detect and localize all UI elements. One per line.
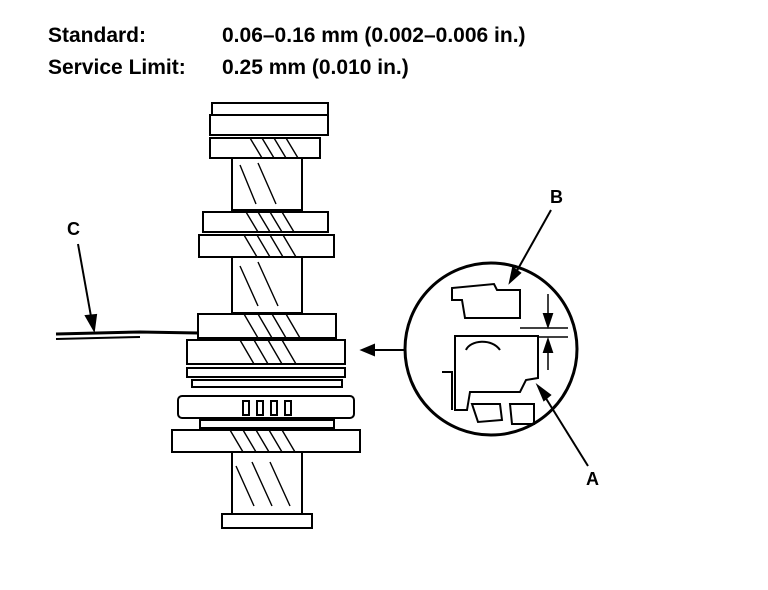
shaft-upper-journal bbox=[231, 157, 303, 211]
callout-c-leader bbox=[77, 243, 93, 323]
shaft-gear-3 bbox=[197, 313, 337, 339]
callout-a-label: A bbox=[586, 469, 599, 489]
standard-value: 0.06–0.16 mm (0.002–0.006 in.) bbox=[222, 24, 526, 47]
shaft-gear-2 bbox=[198, 234, 335, 258]
lower-gear bbox=[171, 429, 361, 453]
synchro-ring-2 bbox=[191, 379, 343, 388]
shaft-top-collar bbox=[209, 114, 329, 136]
shaft-gear-1 bbox=[202, 211, 329, 233]
lower-ring bbox=[199, 419, 335, 429]
shaft-middle-journal bbox=[231, 256, 303, 314]
service-limit-label: Service Limit: bbox=[48, 56, 186, 79]
callout-b-arrowhead bbox=[508, 266, 522, 285]
measured-ring bbox=[186, 339, 346, 365]
shaft-assembly bbox=[171, 102, 361, 529]
magnified-detail bbox=[403, 261, 579, 437]
service-limit-value: 0.25 mm (0.010 in.) bbox=[222, 56, 409, 79]
shaft-top-gear bbox=[209, 137, 321, 159]
synchro-ring-1 bbox=[186, 367, 346, 378]
callout-a-arrowhead bbox=[535, 382, 552, 402]
callout-b-label: B bbox=[550, 187, 563, 207]
callout-b-leader bbox=[513, 209, 552, 277]
shaft-bottom-end bbox=[221, 513, 313, 529]
callout-a-leader bbox=[541, 391, 589, 467]
feeler-gauge bbox=[55, 330, 199, 340]
callout-c-label: C bbox=[67, 219, 80, 239]
standard-label: Standard: bbox=[48, 24, 147, 47]
callout-c-arrowhead bbox=[84, 313, 98, 334]
detail-circle bbox=[403, 261, 579, 437]
shaft-top-cap bbox=[211, 102, 329, 116]
synchro-hub bbox=[177, 395, 355, 419]
shaft-lower-journal bbox=[231, 451, 303, 515]
